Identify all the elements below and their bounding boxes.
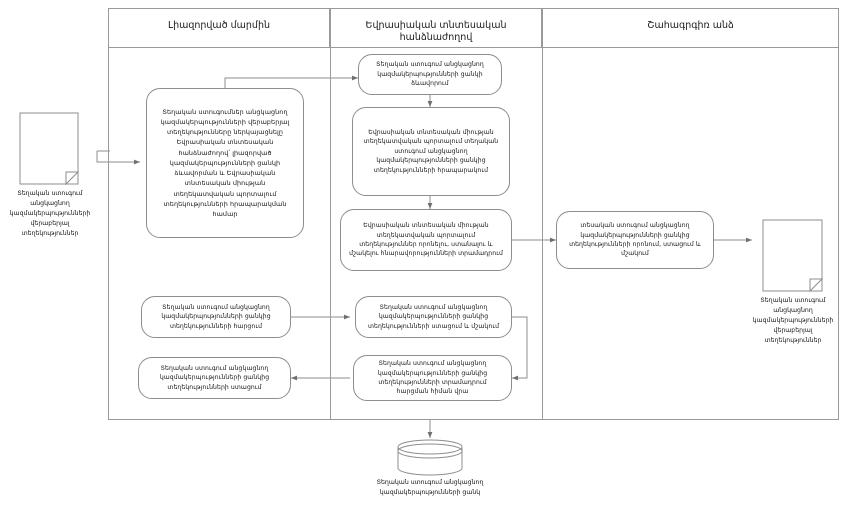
lane-header-authorized-body: Լիազորված մարմին bbox=[108, 8, 330, 48]
output-document-caption: Տեղական ստուգում անցկացնող կազմակերպությ… bbox=[752, 297, 834, 344]
edge-doc-elbow bbox=[96, 151, 110, 163]
database-inner-ellipse bbox=[397, 443, 463, 459]
edge-receive-process-loop bbox=[512, 316, 528, 381]
input-document-caption: Տեղական ստուգում անցկացնող կազմակերպությ… bbox=[9, 190, 91, 237]
node-registry-formation[interactable]: Տեղական ստուգում անցկացնող կազմակերպությ… bbox=[358, 54, 502, 95]
database-top-ellipse bbox=[397, 439, 463, 455]
output-document-shape bbox=[762, 219, 823, 292]
node-person-search[interactable]: տեսական ստուգում անցկացնող կազմակերպությ… bbox=[556, 211, 714, 269]
lane-divider-1 bbox=[330, 48, 331, 420]
lane-header-interested-person: Շահագրգիռ անձ bbox=[542, 8, 839, 48]
lane-divider-2 bbox=[542, 48, 543, 420]
database-caption: Տեղական ստուգում անցկացնող կազմակերպությ… bbox=[376, 479, 484, 496]
edge-main-to-registry bbox=[224, 75, 358, 88]
node-receive-process[interactable]: Տեղական ստուգում անցկացնող կազմակերպությ… bbox=[355, 296, 512, 338]
node-request[interactable]: Տեղական ստուգում անցկացնող կազմակերպությ… bbox=[141, 296, 291, 338]
node-main-task[interactable]: Տեղական ստուգումներ անցկացնող կազմակերպո… bbox=[146, 88, 304, 238]
node-publish-portal[interactable]: Եվրասիական տնտեսական միության տեղեկատվակ… bbox=[352, 107, 510, 196]
input-document-shape bbox=[19, 112, 79, 185]
lane-header-eurasian-commission: Եվրասիական տնտեսական հանձնաժողով bbox=[330, 8, 542, 48]
node-receive[interactable]: Տեղական ստուգում անցկացնող կազմակերպությ… bbox=[138, 357, 291, 399]
database-bottom-arc bbox=[397, 467, 463, 476]
node-portal-search[interactable]: Եվրասիական տնտեսական միության տեղեկատվակ… bbox=[340, 209, 512, 271]
node-provide-on-request[interactable]: Տեղական ստուգում անցկացնող կազմակերպությ… bbox=[353, 355, 512, 401]
